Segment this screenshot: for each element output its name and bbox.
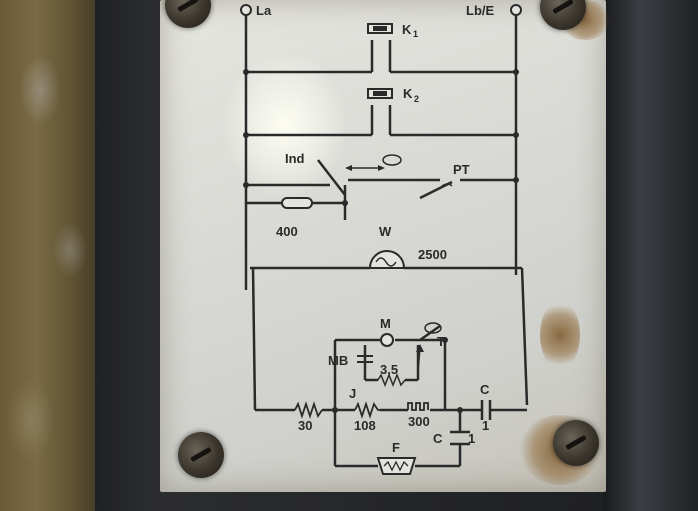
screw-bottom-left bbox=[178, 432, 224, 478]
pt-label: PT bbox=[453, 162, 470, 177]
c-bottom-value: 1 bbox=[468, 431, 475, 446]
rust-stain bbox=[540, 300, 580, 370]
k1-label: K bbox=[402, 22, 412, 37]
r2500-label: 2500 bbox=[418, 247, 447, 262]
r300-label: 300 bbox=[408, 414, 430, 429]
rusty-wall-left bbox=[0, 0, 105, 511]
k1-sub: 1 bbox=[413, 29, 418, 39]
r400-label: 400 bbox=[276, 224, 298, 239]
c-top-value: 1 bbox=[482, 418, 489, 433]
dark-metal-edge-right bbox=[603, 0, 698, 511]
screw-bottom-right bbox=[553, 420, 599, 466]
r30-label: 30 bbox=[298, 418, 312, 433]
j-label: J bbox=[349, 386, 356, 401]
f-label: F bbox=[392, 440, 400, 455]
c-top-label: C bbox=[480, 382, 490, 397]
k2-label: K bbox=[403, 86, 413, 101]
r108-label: 108 bbox=[354, 418, 376, 433]
terminal-la-label: La bbox=[256, 3, 272, 18]
ind-label: Ind bbox=[285, 151, 305, 166]
c-bottom-label: C bbox=[433, 431, 443, 446]
m-label: M bbox=[380, 316, 391, 331]
mb-label: MB bbox=[328, 353, 348, 368]
r35-label: 3,5 bbox=[380, 362, 398, 377]
t-label: T bbox=[437, 334, 445, 349]
terminal-lb-label: Lb/E bbox=[466, 3, 494, 18]
k2-sub: 2 bbox=[414, 94, 419, 104]
w-label: W bbox=[379, 224, 392, 239]
